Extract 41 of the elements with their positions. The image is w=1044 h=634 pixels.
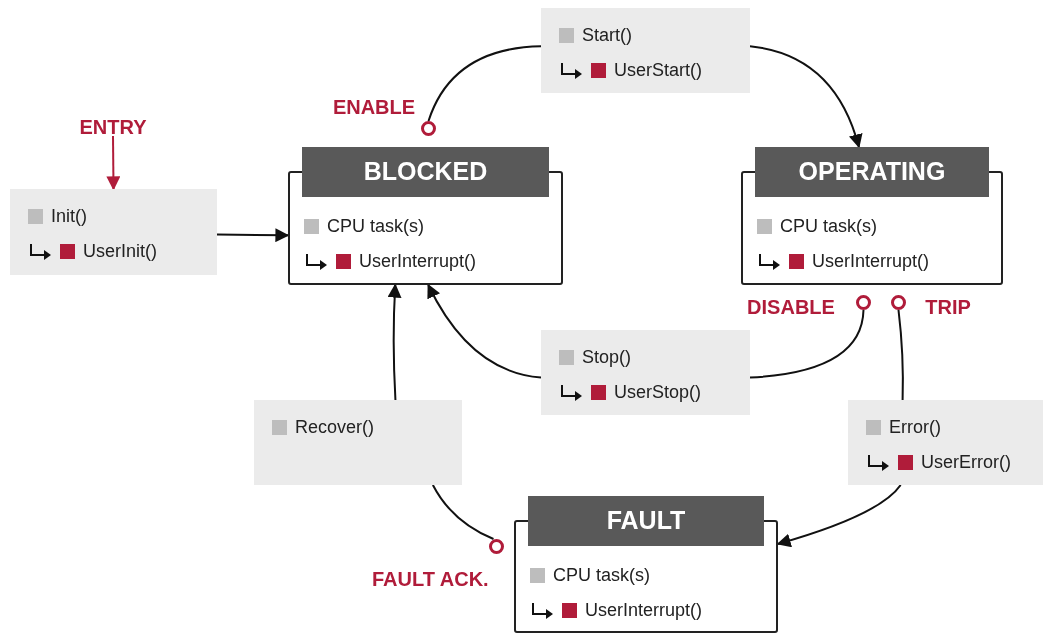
function-name: UserStop() — [614, 381, 702, 404]
function-name: CPU task(s) — [327, 215, 424, 238]
state-box — [288, 147, 563, 285]
connector-line — [749, 309, 865, 379]
state-title: OPERATING — [755, 147, 989, 197]
state-box — [514, 496, 778, 633]
connector-line — [427, 45, 542, 122]
function-name: Init() — [51, 205, 87, 228]
connector-line — [897, 309, 904, 401]
function-name: Start() — [582, 24, 632, 47]
function-name: Stop() — [582, 346, 632, 369]
function-name: UserError() — [921, 451, 1011, 474]
function-name: UserInterrupt() — [359, 250, 477, 273]
transition-label: ENABLE — [331, 95, 417, 120]
function-name: CPU task(s) — [553, 564, 650, 587]
callback-box — [254, 400, 462, 485]
state-box — [741, 147, 1003, 285]
transition-label: DISABLE — [746, 295, 836, 320]
function-name: UserInit() — [83, 240, 157, 263]
state-title: BLOCKED — [302, 147, 549, 197]
transition-label: FAULT ACK. — [372, 567, 488, 592]
callback-box — [541, 330, 750, 415]
entry-label: ENTRY — [70, 112, 156, 136]
function-name: UserInterrupt() — [812, 250, 930, 273]
callback-box — [10, 189, 217, 275]
function-name: UserStart() — [614, 59, 702, 82]
arrow — [776, 484, 902, 548]
function-name: Error() — [889, 416, 941, 439]
arrow — [387, 283, 402, 401]
callback-box — [541, 8, 750, 93]
function-name: CPU task(s) — [780, 215, 877, 238]
function-name: Recover() — [295, 416, 374, 439]
state-title: FAULT — [528, 496, 764, 546]
connector-line — [431, 484, 495, 540]
arrow — [427, 283, 542, 379]
arrow — [216, 228, 290, 243]
function-name: UserInterrupt() — [585, 599, 703, 622]
callback-box — [848, 400, 1043, 485]
arrow — [106, 135, 121, 191]
transition-label: TRIP — [924, 295, 972, 320]
arrow — [749, 45, 862, 149]
